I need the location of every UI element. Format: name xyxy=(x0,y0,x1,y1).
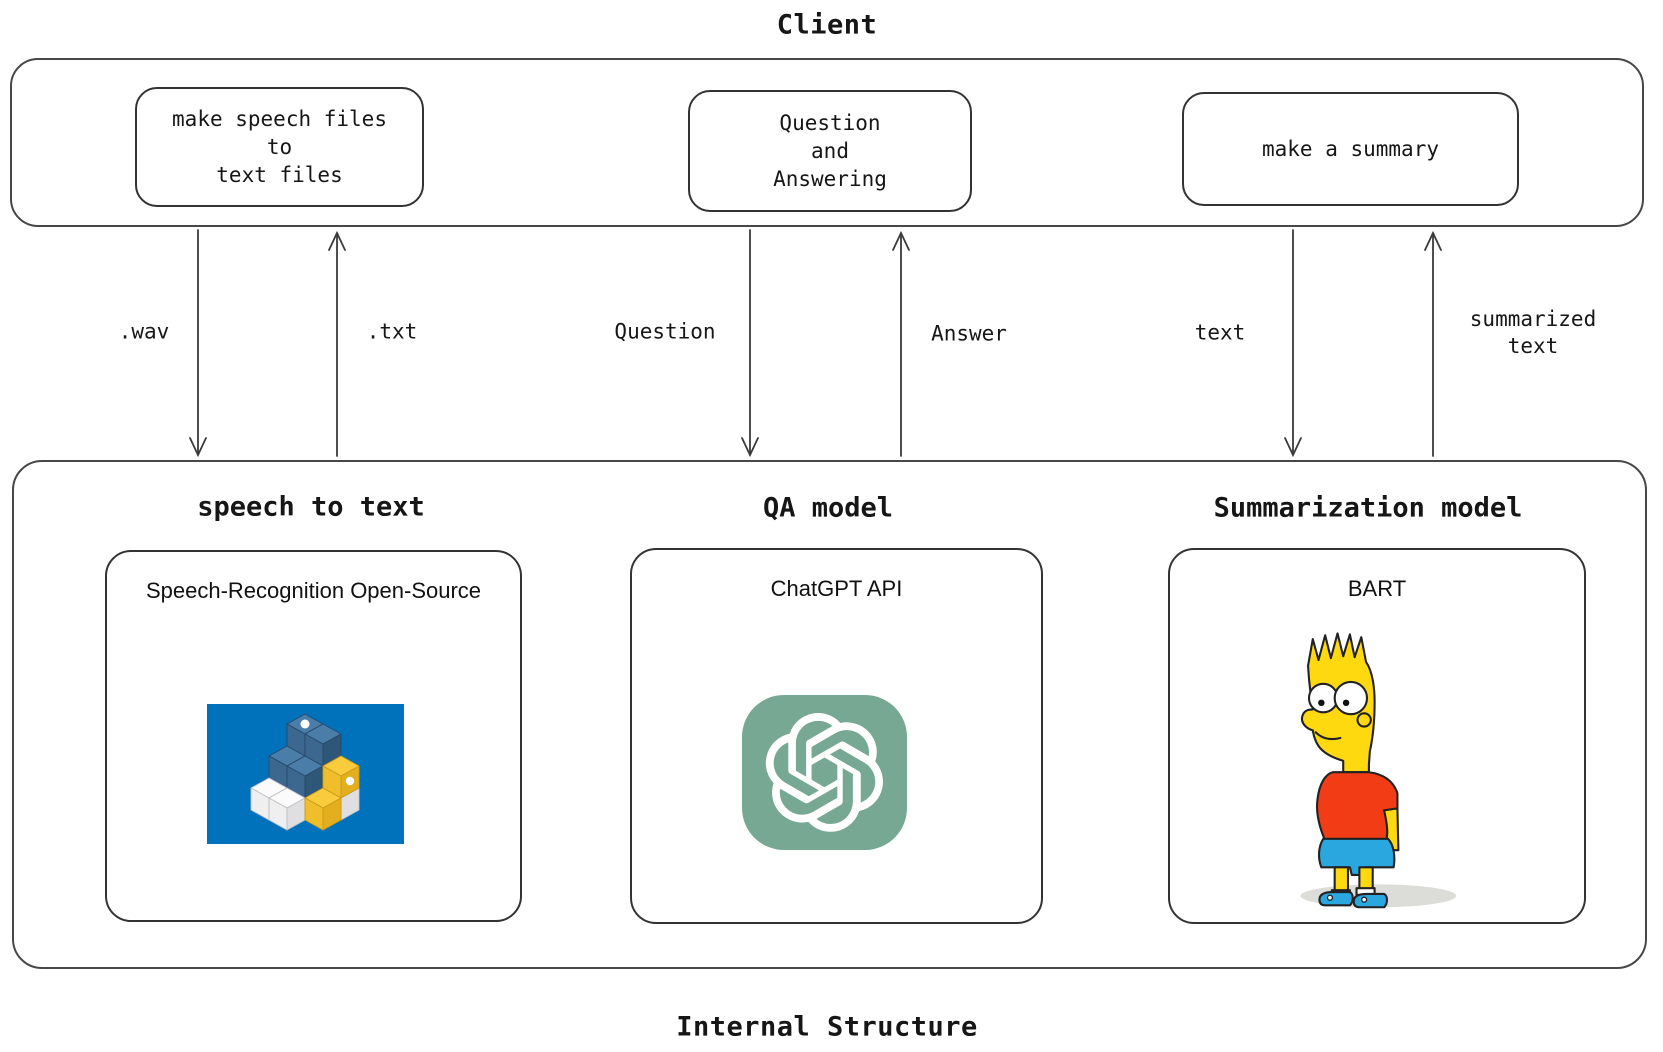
arrowhead-up-icon xyxy=(892,230,910,251)
card-title-speech-recognition: Speech-Recognition Open-Source xyxy=(145,578,482,603)
flow-label-line: text xyxy=(1507,334,1559,358)
flow-label-line: summarized xyxy=(1469,307,1597,331)
arrowhead-down-icon xyxy=(741,437,759,458)
flow-label-wav: .wav xyxy=(118,319,170,344)
chatgpt-openai-logo-icon xyxy=(742,695,907,850)
box-line: to xyxy=(266,135,293,159)
box-line: Answering xyxy=(773,167,887,191)
card-bart: BART xyxy=(1168,548,1586,924)
speechrecognition-logo-icon xyxy=(207,704,404,844)
arrowhead-down-icon xyxy=(1284,437,1302,458)
flow-label-text: text xyxy=(1194,320,1246,345)
flow-label-summarized-text: summarized text xyxy=(1470,306,1596,360)
box-line: make a summary xyxy=(1261,137,1439,161)
flow-label-txt: .txt xyxy=(366,319,418,344)
arrowhead-down-icon xyxy=(189,437,207,458)
client-panel-title: Client xyxy=(776,9,878,41)
card-chatgpt-api: ChatGPT API xyxy=(630,548,1043,924)
section-heading-summarization-model: Summarization model xyxy=(1213,492,1523,524)
section-heading-speech-to-text: speech to text xyxy=(197,491,425,523)
arrowhead-up-icon xyxy=(328,230,346,251)
client-box-speech-to-text-files: make speech files to text files xyxy=(135,87,424,207)
box-line: and xyxy=(811,139,849,163)
card-speech-recognition: Speech-Recognition Open-Source xyxy=(105,550,522,922)
internal-structure-title: Internal Structure xyxy=(676,1011,978,1043)
client-box-make-summary: make a summary xyxy=(1182,92,1519,206)
flow-label-question: Question xyxy=(614,319,716,344)
card-title-bart: BART xyxy=(1347,576,1407,601)
flow-label-answer: Answer xyxy=(931,321,1007,346)
box-line: text files xyxy=(216,163,343,187)
card-title-chatgpt-api: ChatGPT API xyxy=(770,576,903,601)
section-heading-qa-model: QA model xyxy=(762,492,894,524)
box-line: make speech files xyxy=(172,107,387,131)
arrowhead-up-icon xyxy=(1424,230,1442,251)
bart-simpson-icon xyxy=(1300,632,1457,909)
box-line: Question xyxy=(779,111,881,135)
client-box-question-answering: Question and Answering xyxy=(688,90,972,212)
